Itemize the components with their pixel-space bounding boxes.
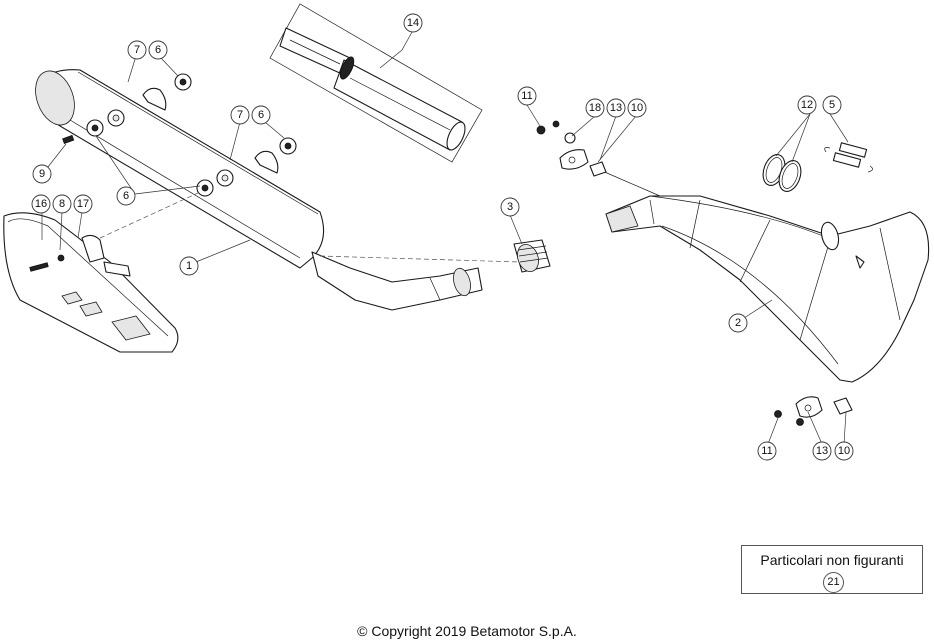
svg-text:11: 11 [521, 90, 532, 102]
callout-13-top: 13 [606, 98, 626, 118]
legend-number-badge: 21 [823, 572, 844, 593]
svg-text:10: 10 [838, 445, 850, 457]
svg-text:3: 3 [507, 201, 513, 213]
leader-lines [41, 31, 849, 445]
svg-text:2: 2 [735, 317, 741, 329]
svg-text:7: 7 [134, 44, 140, 56]
svg-text:17: 17 [77, 198, 89, 210]
part-2-expansion-chamber [599, 169, 930, 383]
callout-5: 5 [822, 95, 842, 115]
part-12-o-rings [762, 154, 802, 192]
callout-16: 16 [31, 194, 51, 214]
assembly-line-1 [99, 191, 201, 239]
callout-6-low: 6 [116, 186, 136, 206]
callout-9: 9 [32, 164, 52, 184]
svg-text:14: 14 [407, 17, 419, 29]
svg-text:16: 16 [35, 198, 47, 210]
part-heat-shield [3, 212, 179, 353]
svg-text:1: 1 [186, 260, 192, 272]
copyright-footer: © Copyright 2019 Betamotor S.p.A. [357, 623, 577, 639]
legend-title: Particolari non figuranti [760, 552, 904, 568]
callout-14: 14 [403, 13, 423, 33]
svg-text:13: 13 [816, 445, 828, 457]
callout-10-top: 10 [627, 98, 647, 118]
svg-text:13: 13 [610, 102, 622, 114]
svg-text:5: 5 [829, 99, 835, 111]
callout-7-top: 7 [127, 40, 147, 60]
callout-11-top: 11 [517, 86, 537, 106]
legend-box: Particolari non figuranti 21 [741, 545, 923, 594]
part-lower-mount-bracket [774, 396, 853, 426]
part-14-packing-sleeve [269, 3, 483, 163]
svg-text:11: 11 [761, 445, 772, 457]
part-upper-mount-bracket [536, 120, 607, 177]
svg-text:9: 9 [39, 168, 45, 180]
callout-12: 12 [797, 95, 817, 115]
callout-11-bottom: 11 [757, 441, 777, 461]
callout-6-top: 6 [148, 40, 168, 60]
svg-text:12: 12 [801, 99, 813, 111]
assembly-line-2 [319, 255, 521, 263]
part-5-springs [824, 142, 873, 173]
svg-text:8: 8 [59, 198, 65, 210]
callout-2: 2 [728, 313, 748, 333]
svg-text:6: 6 [123, 190, 129, 202]
svg-text:7: 7 [237, 109, 243, 121]
callout-18: 18 [585, 98, 605, 118]
callout-7-mid: 7 [230, 105, 250, 125]
callout-3: 3 [500, 197, 520, 217]
svg-text:10: 10 [631, 102, 643, 114]
callout-1: 1 [179, 256, 199, 276]
callout-17: 17 [73, 194, 93, 214]
svg-text:6: 6 [155, 44, 161, 56]
callout-10-bottom: 10 [834, 441, 854, 461]
callout-13-bottom: 13 [812, 441, 832, 461]
svg-text:6: 6 [258, 109, 264, 121]
svg-text:18: 18 [589, 102, 601, 114]
part-3-coupler [513, 239, 551, 273]
part-7-6-grommets [62, 73, 297, 197]
callout-6-mid: 6 [251, 105, 271, 125]
callout-8: 8 [52, 194, 72, 214]
